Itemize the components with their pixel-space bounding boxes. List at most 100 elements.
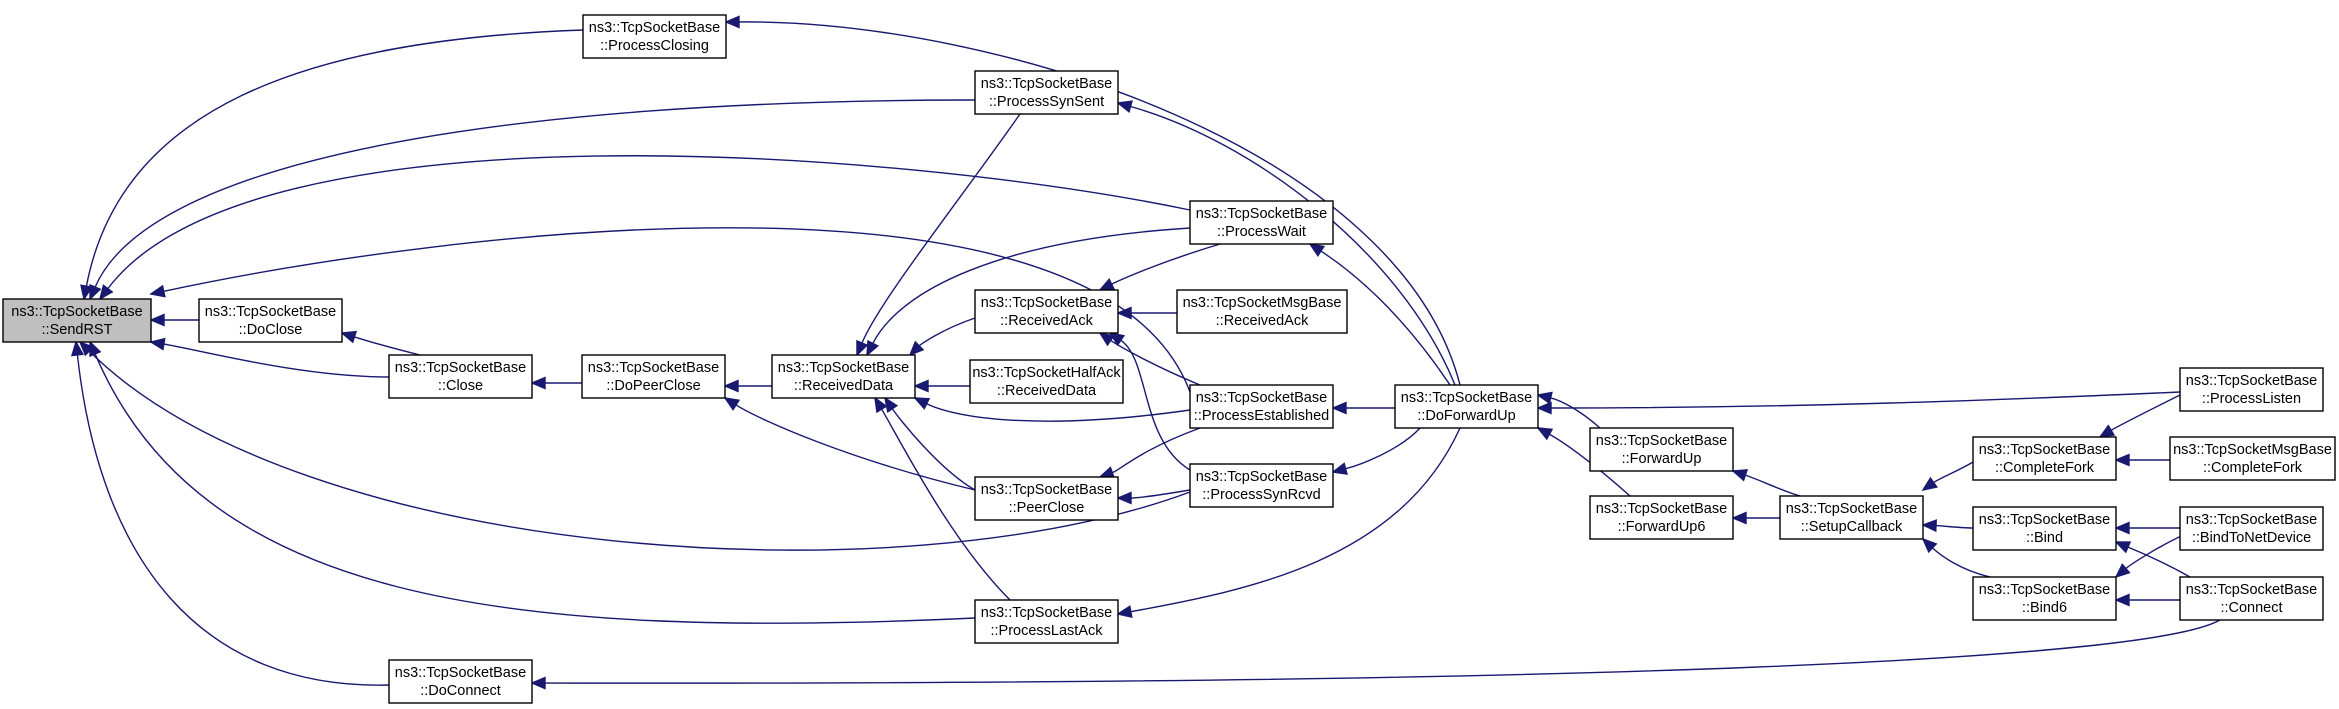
edge-DoForwardUp-to-ProcessSynSent [1130,105,1456,386]
node-class-label: ns3::TcpSocketBase [11,304,142,320]
edge-ProcessLastAck-to-ReceivedData [881,408,1011,601]
edge-Close-to-SendRST [163,343,390,378]
node-box [974,289,1119,334]
edge-ReceivedAck-to-ReceivedData [918,317,976,347]
edge-Close-to-DoClose [354,336,421,356]
node-ProcessSynSent[interactable]: ns3::TcpSocketBase::ProcessSynSent [974,70,1119,115]
node-box [2169,436,2336,481]
node-ProcessEstablished[interactable]: ns3::TcpSocketBase::ProcessEstablished [1189,384,1334,429]
arrowhead [1536,427,1554,441]
node-class-label: ns3::TcpSocketBase [2186,512,2317,528]
edge-Bind6-to-SetupCallback [1931,547,1991,578]
arrowhead [908,340,925,357]
arrowhead [80,284,94,301]
arrowhead [1536,391,1553,405]
arrowhead [149,337,166,351]
node-Bind6[interactable]: ns3::TcpSocketBase::Bind6 [1972,576,2117,621]
edge-ProcessSynRcvd-to-ReceivedAck [1120,339,1191,471]
edge-ForwardUp-to-DoForwardUp [1550,397,1601,429]
edge-ProcessClosing-to-SendRST [85,29,584,287]
node-Bind[interactable]: ns3::TcpSocketBase::Bind [1972,506,2117,551]
edge-ProcessListen-to-CompleteFork [2110,394,2181,431]
arrowhead [724,15,740,29]
node-box [1394,384,1539,429]
node-DoClose[interactable]: ns3::TcpSocketBase::DoClose [198,298,343,343]
node-box [1972,436,2117,481]
node-ProcessLastAck[interactable]: ns3::TcpSocketBase::ProcessLastAck [974,599,1119,644]
node-DoConnect[interactable]: ns3::TcpSocketBase::DoConnect [388,659,533,704]
node-SendRST[interactable]: ns3::TcpSocketBase::SendRST [2,298,152,343]
arrowhead [149,284,166,298]
node-class-label: ns3::TcpSocketBase [1596,433,1727,449]
node-ProcessListen[interactable]: ns3::TcpSocketBase::ProcessListen [2179,367,2324,412]
node-box [1189,463,1334,508]
node-class-label: ns3::TcpSocketBase [981,76,1112,92]
arrowhead [723,397,741,411]
node-method-label: ::CompleteFork [1995,460,2095,476]
node-Close[interactable]: ns3::TcpSocketBase::Close [388,354,533,399]
edge-DoForwardUp-to-ProcessWait [1320,250,1451,386]
arrowhead [530,376,546,390]
node-class-label: ns3::TcpSocketBase [1196,390,1327,406]
edge-layer [70,15,2221,690]
edge-ProcessEstablished-to-PeerClose [1111,427,1201,474]
arrowhead [1116,306,1132,320]
edge-PeerClose-to-ReceivedData [891,408,976,491]
edge-ProcessSynRcvd-to-PeerClose [1130,489,1191,499]
edge-ProcessSynSent-to-ReceivedData [861,113,1021,344]
node-box [2179,576,2324,621]
node-MsgReceivedAck[interactable]: ns3::TcpSocketMsgBase::ReceivedAck [1176,289,1348,334]
node-class-label: ns3::TcpSocketBase [589,20,720,36]
edge-DoForwardUp-to-ProcessClosing [738,21,1461,386]
edge-DoForwardUp-to-ProcessLastAck [1130,427,1461,613]
arrowhead [530,676,546,690]
node-method-label: ::CompleteFork [2203,460,2303,476]
edge-Connect-to-Bind [2127,546,2191,578]
node-HalfAckReceivedData[interactable]: ns3::TcpSocketHalfAck::ReceivedData [969,359,1124,404]
node-method-label: ::ProcessListen [2202,391,2301,407]
node-box [969,359,1124,404]
node-box [2179,367,2324,412]
node-ReceivedAck[interactable]: ns3::TcpSocketBase::ReceivedAck [974,289,1119,334]
node-PeerClose[interactable]: ns3::TcpSocketBase::PeerClose [974,476,1119,521]
node-CompleteFork[interactable]: ns3::TcpSocketBase::CompleteFork [1972,436,2117,481]
node-MsgCompleteFork[interactable]: ns3::TcpSocketMsgBase::CompleteFork [2169,436,2336,481]
node-SetupCallback[interactable]: ns3::TcpSocketBase::SetupCallback [1779,495,1924,540]
edge-ProcessSynSent-to-SendRST [94,99,976,288]
arrowhead [1731,511,1747,525]
edge-ProcessLastAck-to-SendRST [94,353,976,624]
node-ProcessSynRcvd[interactable]: ns3::TcpSocketBase::ProcessSynRcvd [1189,463,1334,508]
node-class-label: ns3::TcpSocketBase [2186,582,2317,598]
node-method-label: ::ReceivedAck [1000,313,1093,329]
node-ProcessWait[interactable]: ns3::TcpSocketBase::ProcessWait [1189,200,1334,245]
node-box [2,298,152,343]
node-DoPeerClose[interactable]: ns3::TcpSocketBase::DoPeerClose [581,354,726,399]
node-box [1589,427,1734,472]
node-class-label: ns3::TcpSocketBase [778,360,909,376]
node-method-label: ::ReceivedData [997,383,1097,399]
edge-ProcessWait-to-ReceivedData [872,227,1191,344]
arrowhead [2114,453,2130,467]
node-DoForwardUp[interactable]: ns3::TcpSocketBase::DoForwardUp [1394,384,1539,429]
node-layer: ns3::TcpSocketBase::SendRSTns3::TcpSocke… [2,14,2336,704]
node-ReceivedData[interactable]: ns3::TcpSocketBase::ReceivedData [771,354,916,399]
node-ForwardUp[interactable]: ns3::TcpSocketBase::ForwardUp [1589,427,1734,472]
node-box [581,354,726,399]
node-BindToNetDevice[interactable]: ns3::TcpSocketBase::BindToNetDevice [2179,506,2324,551]
node-ProcessClosing[interactable]: ns3::TcpSocketBase::ProcessClosing [582,14,727,59]
edge-ProcessListen-to-DoForwardUp [1550,391,2181,409]
node-box [771,354,916,399]
arrowhead [98,284,114,301]
node-method-label: ::DoForwardUp [1417,408,1515,424]
edge-ProcessEstablished-to-ReceivedAck [1109,339,1201,386]
arrowhead [1536,401,1552,415]
node-method-label: ::DoPeerClose [606,378,700,394]
arrowhead [913,379,929,393]
arrowhead [78,340,95,357]
node-method-label: ::ProcessClosing [600,38,709,54]
node-box [1589,495,1734,540]
node-Connect[interactable]: ns3::TcpSocketBase::Connect [2179,576,2324,621]
arrowhead [1108,331,1126,347]
node-ForwardUp6[interactable]: ns3::TcpSocketBase::ForwardUp6 [1589,495,1734,540]
